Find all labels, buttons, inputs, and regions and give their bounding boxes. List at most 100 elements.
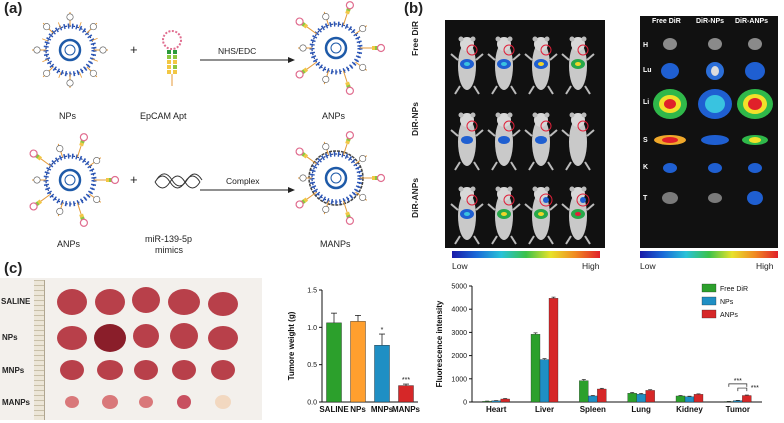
x-tick-label: Lung — [631, 405, 651, 414]
intensity-colorbar — [452, 251, 600, 258]
row-label-dir-nps: DiR-NPs — [410, 101, 420, 136]
bar — [627, 393, 637, 403]
organ-imaging-panel — [640, 16, 778, 248]
y-tick-label: 4000 — [451, 307, 467, 314]
bar — [548, 298, 559, 403]
y-tick-label: 3000 — [451, 330, 467, 337]
arrow-label-complex: Complex — [226, 176, 260, 186]
organ-label-lu: Lu — [643, 67, 652, 74]
x-tick-label: SALINE — [319, 405, 349, 414]
y-tick-label: 1.0 — [307, 325, 317, 332]
legend-label: Free DiR — [720, 286, 748, 293]
colorbar-high-label: High — [582, 261, 600, 271]
bar — [645, 390, 655, 403]
bar — [579, 380, 589, 403]
x-tick-label: Liver — [535, 405, 554, 414]
significance-mark: *** — [751, 385, 759, 392]
legend-swatch — [701, 309, 717, 319]
label-mimics: mimics — [155, 245, 183, 255]
significance-bracket — [737, 387, 748, 392]
row-label-dir-anps: DiR-ANPs — [410, 177, 420, 218]
y-axis-label: Tumore weight (g) — [287, 311, 296, 380]
y-tick-label: 0 — [463, 400, 467, 407]
x-tick-label: NPs — [350, 405, 366, 414]
aptamer-icon — [162, 30, 182, 86]
panel-a-diagram — [28, 0, 386, 228]
y-tick-label: 0.5 — [307, 362, 317, 369]
mouse-imaging-grid — [450, 35, 595, 245]
bar — [530, 334, 541, 403]
label-nps: NPs — [59, 111, 77, 121]
tumor-row-saline: SALINE — [1, 297, 31, 306]
bar — [326, 322, 342, 403]
bar — [398, 385, 414, 403]
np-particle-icon — [31, 11, 109, 89]
colorbar-low-label: Low — [452, 261, 468, 271]
tumor-specimens — [57, 287, 238, 409]
label-manps: MANPs — [320, 239, 351, 249]
x-tick-label: MANPs — [392, 405, 421, 414]
legend-label: ANPs — [720, 312, 738, 319]
legend-swatch — [701, 283, 717, 293]
panel-b-label: (b) — [404, 0, 424, 17]
organ-col-free-dir: Free DiR — [652, 18, 681, 25]
bar — [500, 398, 510, 403]
bar — [491, 400, 501, 403]
bar — [742, 395, 752, 403]
x-tick-label: Tumor — [726, 405, 750, 414]
arrow-label-nhs-edc: NHS/EDC — [218, 46, 257, 56]
organ-colorbar-high-label: High — [756, 261, 774, 271]
organ-label-s: S — [643, 137, 648, 144]
organ-colorbar-low-label: Low — [640, 261, 656, 271]
bar — [684, 396, 695, 403]
ruler — [34, 280, 45, 420]
panel-c-label: (c) — [4, 260, 23, 277]
organ-colorbar — [640, 251, 778, 258]
y-tick-label: 2000 — [451, 353, 467, 360]
row-label-free-dir: Free DiR — [410, 21, 420, 56]
anp-particle-icon — [294, 0, 386, 96]
organ-label-li: Li — [643, 99, 650, 106]
significance-mark: *** — [402, 377, 410, 384]
bar — [588, 395, 598, 403]
bar — [733, 400, 743, 403]
x-tick-label: Kidney — [676, 405, 703, 414]
organ-label-t: T — [643, 195, 648, 202]
plus-sign: + — [130, 172, 138, 187]
y-tick-label: 5000 — [451, 284, 467, 291]
bar — [693, 394, 704, 403]
organ-col-dir-anps: DiR-ANPs — [735, 18, 769, 25]
label-anps: ANPs — [322, 111, 346, 121]
x-tick-label: MNPs — [371, 405, 394, 414]
bar — [374, 345, 390, 403]
plus-sign: + — [130, 42, 138, 57]
y-tick-label: 1.5 — [307, 288, 317, 295]
significance-mark: * — [381, 327, 384, 334]
x-tick-label: Heart — [486, 405, 507, 414]
bar — [675, 395, 686, 403]
mirna-mimic-icon — [154, 173, 203, 189]
bar — [597, 388, 607, 403]
label-anps: ANPs — [57, 239, 81, 249]
legend-swatch — [701, 296, 717, 306]
y-tick-label: 0.0 — [307, 400, 317, 407]
organ-label-h: H — [643, 42, 649, 49]
tumor-row-mnps: MNPs — [2, 366, 25, 375]
bar — [539, 359, 550, 403]
organ-label-k: K — [643, 164, 649, 171]
bar — [350, 321, 366, 403]
organ-col-dir-nps: DiR-NPs — [696, 18, 725, 25]
x-tick-label: Spleen — [580, 405, 606, 414]
label-epcam-apt: EpCAM Apt — [140, 111, 187, 121]
panel-a-label: (a) — [4, 0, 23, 17]
significance-mark: *** — [734, 378, 742, 385]
organ-images — [653, 38, 773, 205]
y-tick-label: 1000 — [451, 376, 467, 383]
y-axis-label: Fluorescence intensity — [435, 300, 444, 387]
tumor-row-manps: MANPs — [2, 398, 31, 407]
label-mirna: miR-139-5p — [145, 234, 193, 244]
tumor-row-nps: NPs — [2, 333, 18, 342]
legend-label: NPs — [720, 299, 734, 306]
